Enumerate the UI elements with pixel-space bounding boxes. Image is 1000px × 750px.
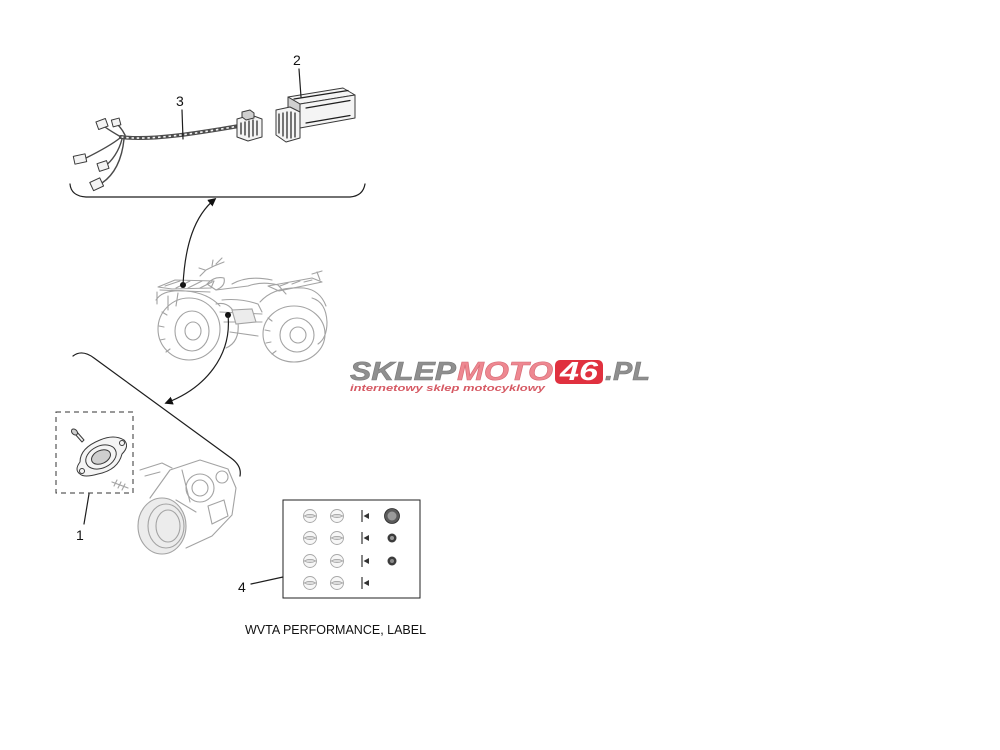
watermark-logo: SKLEP MOTO 46 .PL internetowy sklep moto… [350, 356, 651, 394]
cdi-unit [275, 87, 356, 143]
watermark-number: 46 [559, 356, 599, 386]
label-symbol [303, 576, 317, 590]
callout-1-label: 1 [76, 527, 84, 543]
bracket-lower [72, 352, 241, 477]
arrow-to-throttle-body [164, 314, 229, 405]
label-symbol [330, 554, 344, 568]
callout-4-leader [250, 576, 284, 585]
throttle-body [111, 459, 237, 555]
label-symbol [303, 554, 317, 568]
callout-2-leader [298, 68, 302, 98]
wvta-label [282, 499, 421, 599]
label-symbol [330, 531, 344, 545]
callout-3-label: 3 [176, 93, 184, 109]
wire-harness [72, 109, 263, 192]
label-symbol [330, 576, 344, 590]
callout-3-leader [181, 109, 184, 140]
label-symbol [303, 531, 317, 545]
watermark-number-badge [555, 360, 603, 384]
label-symbol [330, 509, 344, 523]
label-symbol [303, 509, 317, 523]
diagram-caption: WVTA PERFORMANCE, LABEL [245, 623, 426, 637]
atv-illustration [155, 257, 328, 363]
callout-2-label: 2 [293, 52, 301, 68]
bracket-top [69, 183, 366, 198]
watermark-domain: .PL [605, 356, 650, 386]
label-symbol [384, 508, 400, 524]
arrow-to-harness [182, 197, 217, 286]
callout-1-leader [83, 493, 90, 525]
label-symbol [387, 556, 397, 566]
dashed-highlight-box [55, 411, 134, 494]
watermark-moto: MOTO [457, 356, 553, 386]
label-symbol [387, 533, 397, 543]
watermark-tagline: internetowy sklep motocyklowy [350, 383, 546, 394]
watermark-sklep: SKLEP [350, 356, 457, 386]
gasket-plate [70, 428, 128, 477]
callout-4-label: 4 [238, 579, 246, 595]
